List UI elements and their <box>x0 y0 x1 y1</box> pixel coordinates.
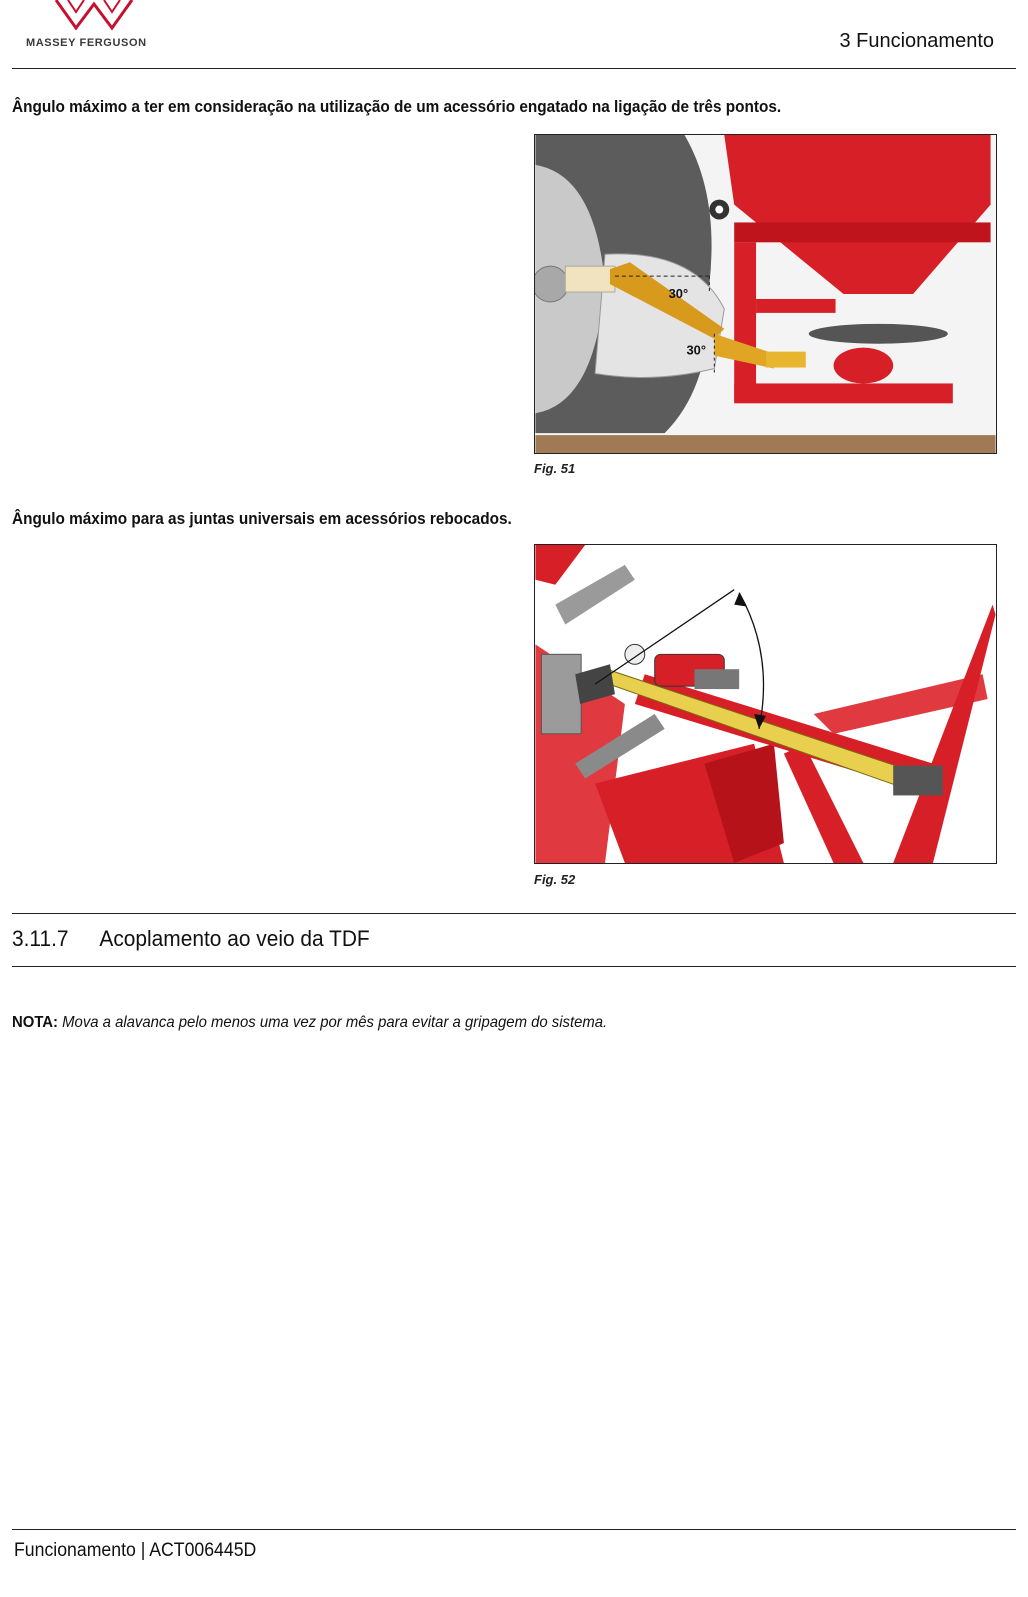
chapter-title: 3 Funcionamento <box>839 30 994 52</box>
section-title-text: Acoplamento ao veio da TDF <box>99 926 370 951</box>
header-divider <box>12 68 1016 69</box>
heading-three-point-angle: Ângulo máximo a ter em consideração na u… <box>12 98 782 116</box>
footer-text: Funcionamento | ACT006445D <box>14 1540 257 1561</box>
section-divider-bottom <box>12 966 1016 967</box>
note-paragraph: NOTA: Mova a alavanca pelo menos uma vez… <box>12 1014 607 1032</box>
figure-51-caption: Fig. 51 <box>534 461 576 476</box>
note-label: NOTA: <box>12 1014 59 1031</box>
angle-label-lower: 30° <box>686 343 706 358</box>
figure-52-illustration <box>534 544 997 864</box>
section-divider-top <box>12 913 1016 914</box>
tractor-three-point-pto-drawing: 30° 30° <box>535 135 996 453</box>
brand-logo: MASSEY FERGUSON <box>24 0 164 50</box>
angle-label-upper: 30° <box>669 286 689 301</box>
figure-51-illustration: 30° 30° <box>534 134 997 454</box>
footer-divider <box>12 1529 1016 1530</box>
heading-universal-joints-angle: Ângulo máximo para as juntas universais … <box>12 510 512 528</box>
section-heading: 3.11.7 Acoplamento ao veio da TDF <box>12 926 370 952</box>
trailed-implement-pto-drawing <box>535 545 996 863</box>
section-number: 3.11.7 <box>12 926 69 951</box>
figure-52-caption: Fig. 52 <box>534 872 576 887</box>
triple-triangle-logo-icon <box>54 0 134 31</box>
brand-name: MASSEY FERGUSON <box>26 37 147 49</box>
note-text: Mova a alavanca pelo menos uma vez por m… <box>62 1014 608 1031</box>
